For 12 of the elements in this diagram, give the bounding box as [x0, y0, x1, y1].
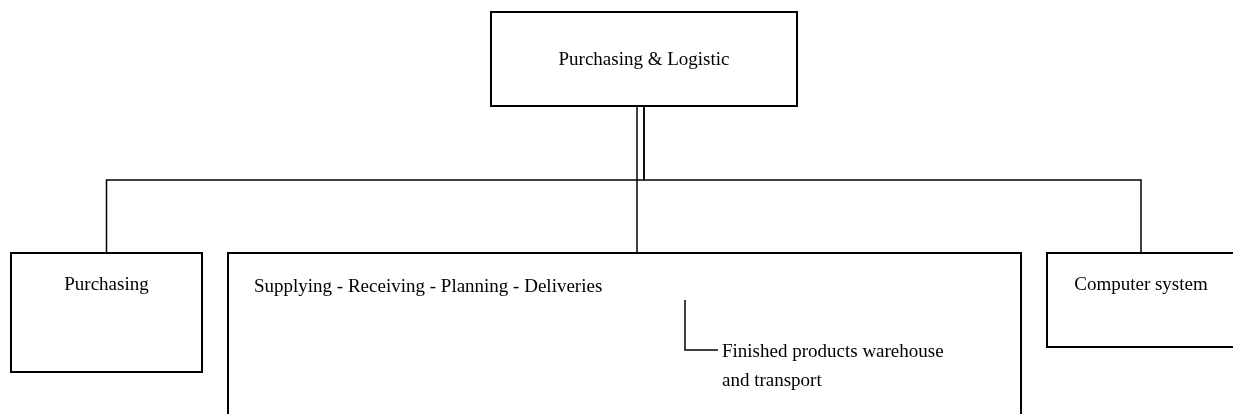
- org-box: [1046, 252, 1233, 348]
- box-label: Purchasing & Logistic: [558, 47, 730, 71]
- leader-line: [684, 299, 719, 351]
- connector-line: [636, 106, 638, 253]
- box-label: Finished products warehouse and transport: [722, 340, 944, 390]
- org-box: [10, 252, 203, 373]
- connector-line: [643, 106, 1142, 253]
- box-label: Computer system: [1074, 272, 1208, 296]
- box-label: Supplying - Receiving - Planning - Deliveries: [254, 275, 603, 296]
- org-box: [490, 11, 798, 107]
- box-label: Purchasing: [64, 272, 149, 296]
- org-box: [227, 252, 1022, 414]
